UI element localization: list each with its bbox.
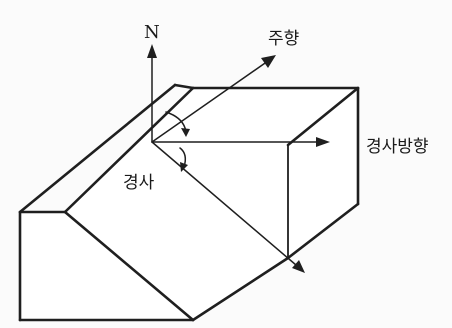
strike-label: 주향 bbox=[268, 29, 299, 49]
dip-angle-arc-head bbox=[180, 162, 188, 172]
front-lower-face bbox=[20, 212, 193, 320]
edge-upper-ridge bbox=[18, 83, 177, 214]
dip-vector-arrow bbox=[151, 141, 305, 273]
edge-right-top bbox=[286, 86, 360, 147]
dip-direction-label: 경사방향 bbox=[366, 137, 429, 157]
edge-front-slope bbox=[63, 210, 195, 322]
block-outline bbox=[18, 83, 360, 322]
right-side-face bbox=[288, 88, 358, 258]
edge-right-bottom bbox=[286, 202, 360, 260]
inclined-bedding-plane bbox=[65, 88, 358, 320]
edge-bottom-right bbox=[191, 256, 290, 322]
north-label: N bbox=[144, 22, 160, 43]
edge-ridge-top bbox=[173, 83, 195, 90]
north-arrow bbox=[147, 44, 157, 143]
dip-label: 경사 bbox=[123, 173, 155, 193]
edge-lower-ridge bbox=[63, 86, 195, 214]
dip-direction-arrow bbox=[151, 137, 330, 147]
strike-angle-arc-head bbox=[181, 128, 190, 137]
strike-arrow bbox=[151, 55, 276, 143]
